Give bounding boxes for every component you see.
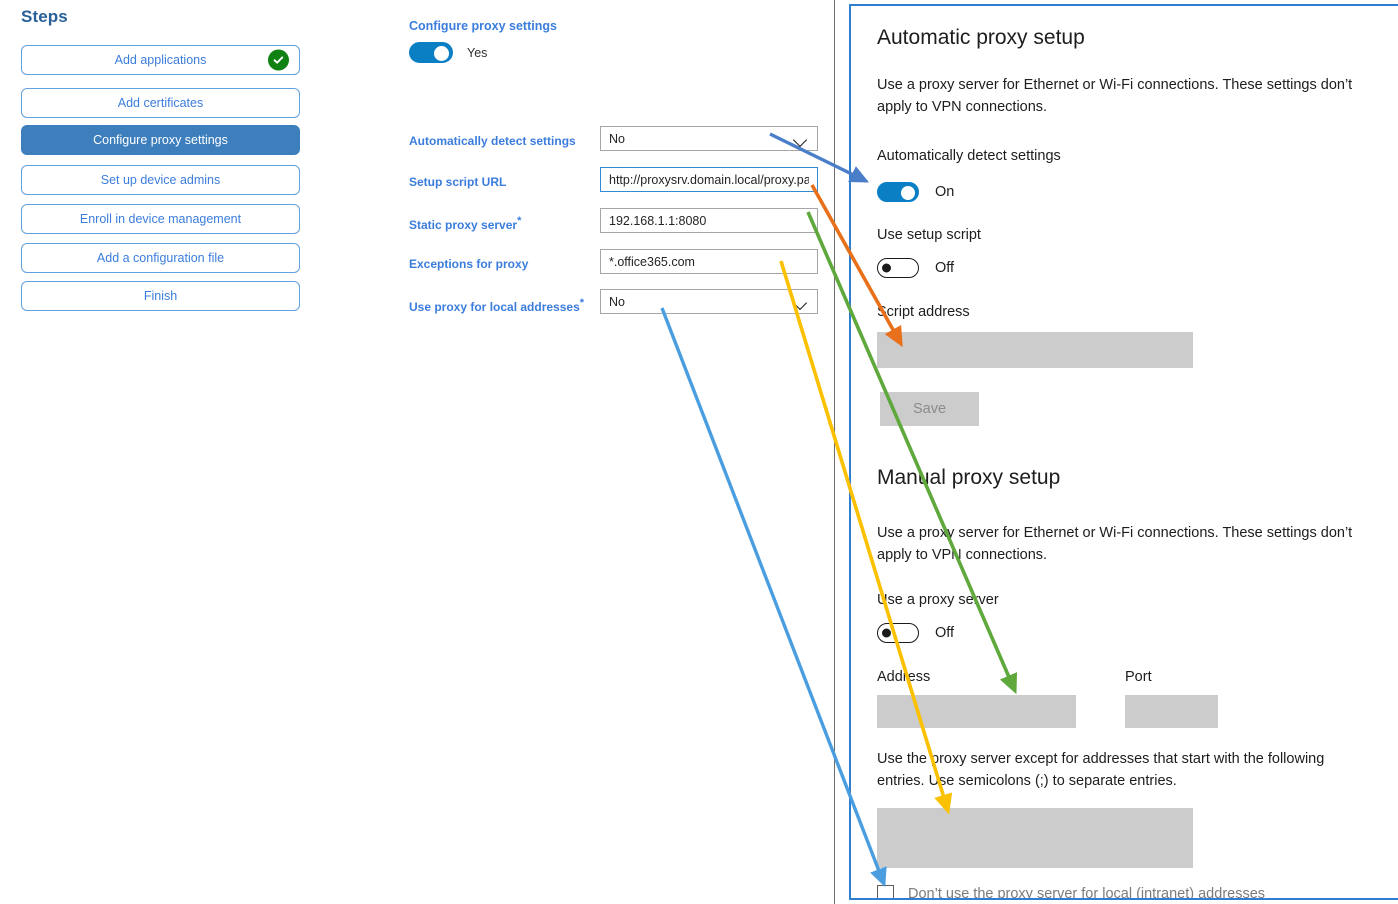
sidebar-item-configure-proxy-settings[interactable]: Configure proxy settings	[21, 125, 300, 155]
port-label: Port	[1125, 669, 1152, 685]
select-value: No	[609, 131, 625, 146]
panel-divider	[834, 0, 835, 904]
use-a-proxy-server-toggle[interactable]	[877, 623, 919, 643]
sidebar-item-finish[interactable]: Finish	[21, 281, 300, 311]
label-exceptions-for-proxy: Exceptions for proxy	[409, 257, 529, 271]
bypass-local-addresses-checkbox[interactable]	[877, 885, 894, 898]
manual-proxy-setup-description: Use a proxy server for Ethernet or Wi-Fi…	[877, 525, 1353, 563]
save-button[interactable]: Save	[880, 392, 979, 426]
automatic-proxy-setup-heading: Automatic proxy setup	[877, 26, 1085, 49]
input-setup-script-url[interactable]: http://proxysrv.domain.local/proxy.pa	[600, 167, 818, 192]
label-setup-script-url: Setup script URL	[409, 175, 507, 189]
label-use-proxy-for-local-addresses: Use proxy for local addresses*	[409, 297, 585, 314]
required-asterisk: *	[579, 297, 585, 309]
bypass-local-addresses-row: Don’t use the proxy server for local (in…	[877, 885, 1266, 900]
step-label: Set up device admins	[100, 173, 221, 187]
steps-panel: Steps Add applications Add certificates …	[0, 0, 320, 904]
sidebar-item-add-applications[interactable]: Add applications	[21, 45, 300, 75]
script-address-input[interactable]	[877, 332, 1193, 368]
sidebar-item-enroll-in-device-management[interactable]: Enroll in device management	[21, 204, 300, 234]
use-setup-script-toggle-row: Off	[877, 258, 954, 278]
use-a-proxy-server-state: Off	[935, 625, 955, 641]
required-asterisk: *	[517, 215, 522, 227]
use-setup-script-label: Use setup script	[877, 227, 981, 243]
bypass-local-addresses-label: Don’t use the proxy server for local (in…	[908, 885, 1266, 900]
input-value: 192.168.1.1:8080	[609, 213, 707, 228]
use-setup-script-state: Off	[935, 260, 955, 276]
input-value: *.office365.com	[609, 254, 695, 269]
step-label: Add certificates	[117, 96, 204, 110]
configure-proxy-toggle[interactable]	[409, 42, 453, 63]
input-exceptions-for-proxy[interactable]: *.office365.com	[600, 249, 818, 274]
label-static-proxy-server: Static proxy server*	[409, 215, 522, 232]
address-label: Address	[877, 669, 931, 685]
steps-title: Steps	[21, 7, 68, 26]
proxy-form-panel: Configure proxy settings Yes Automatical…	[400, 0, 830, 904]
manual-proxy-setup-heading: Manual proxy setup	[877, 466, 1061, 489]
step-label: Enroll in device management	[79, 212, 242, 226]
exceptions-description: Use the proxy server except for addresse…	[877, 751, 1325, 789]
port-input[interactable]	[1125, 695, 1218, 728]
auto-detect-settings-label: Automatically detect settings	[877, 148, 1061, 164]
address-input[interactable]	[877, 695, 1076, 728]
input-static-proxy-server[interactable]: 192.168.1.1:8080	[600, 208, 818, 233]
auto-detect-settings-state: On	[935, 184, 955, 200]
step-label: Finish	[143, 289, 178, 303]
select-use-proxy-for-local-addresses[interactable]: No	[600, 289, 818, 314]
auto-detect-settings-toggle[interactable]	[877, 182, 919, 202]
step-label: Configure proxy settings	[93, 133, 228, 147]
script-address-label: Script address	[877, 304, 970, 320]
sidebar-item-add-a-configuration-file[interactable]: Add a configuration file	[21, 243, 300, 273]
configure-proxy-toggle-value: Yes	[467, 45, 488, 60]
step-label: Add a configuration file	[96, 251, 225, 265]
windows-proxy-settings-window: Automatic proxy setup Use a proxy server…	[849, 4, 1398, 900]
step-label: Add applications	[114, 53, 207, 67]
check-circle-icon	[268, 49, 289, 71]
label-automatically-detect-settings: Automatically detect settings	[409, 134, 576, 148]
exceptions-input[interactable]	[877, 808, 1193, 868]
auto-detect-settings-toggle-row: On	[877, 182, 954, 202]
sidebar-item-set-up-device-admins[interactable]: Set up device admins	[21, 165, 300, 195]
configure-proxy-toggle-row: Yes	[409, 42, 487, 63]
select-value: No	[609, 294, 625, 309]
sidebar-item-add-certificates[interactable]: Add certificates	[21, 88, 300, 118]
use-a-proxy-server-toggle-row: Off	[877, 623, 954, 643]
automatic-proxy-setup-description: Use a proxy server for Ethernet or Wi-Fi…	[877, 77, 1353, 115]
input-value: http://proxysrv.domain.local/proxy.pa	[609, 172, 809, 187]
select-automatically-detect-settings[interactable]: No	[600, 126, 818, 151]
form-heading: Configure proxy settings	[409, 19, 557, 33]
use-a-proxy-server-label: Use a proxy server	[877, 592, 999, 608]
use-setup-script-toggle[interactable]	[877, 258, 919, 278]
